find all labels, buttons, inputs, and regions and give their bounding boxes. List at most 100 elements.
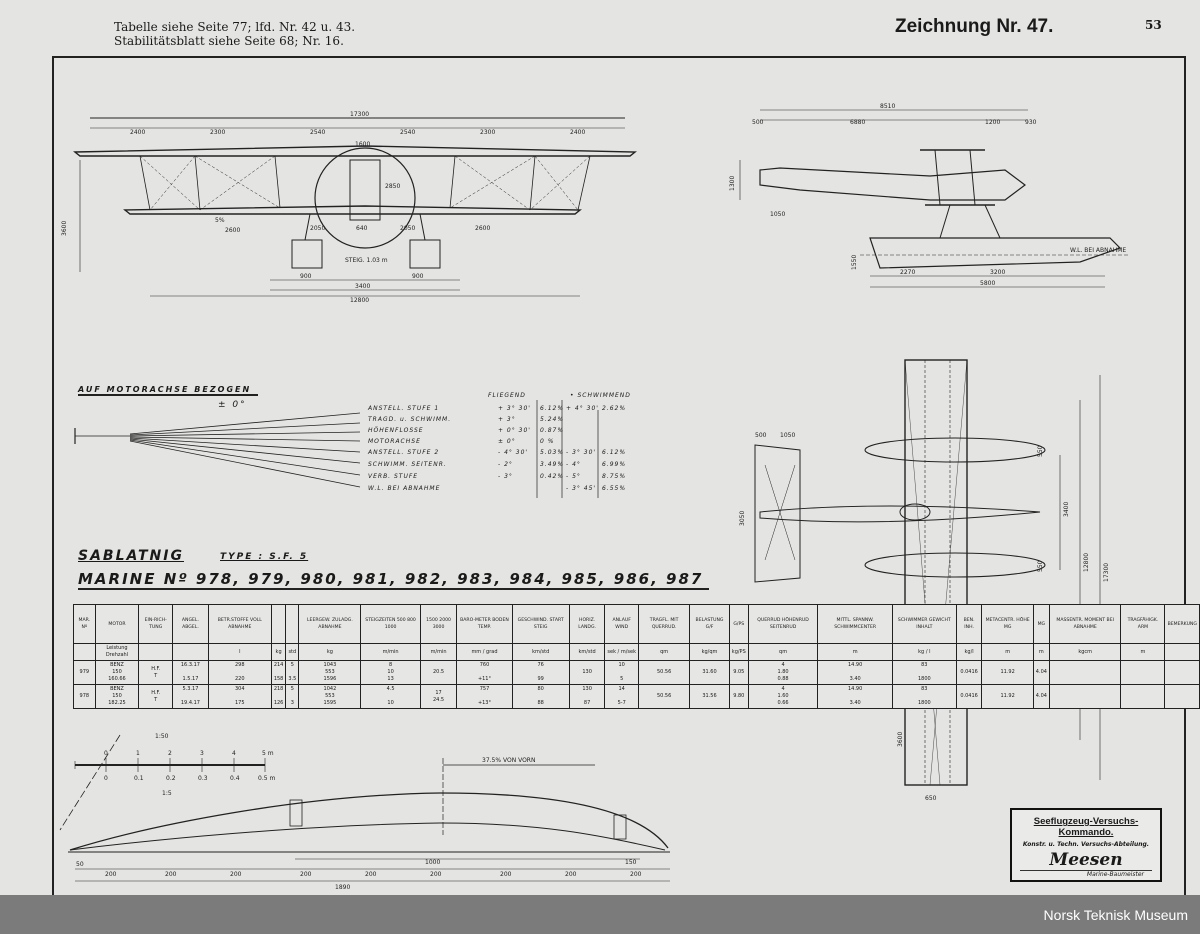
dim-label: 50 [76, 861, 84, 868]
table-cell: 76 99 [511, 660, 570, 685]
incidence-s-angle: - 5° [566, 473, 581, 480]
table-cell: 14.90 3.40 [817, 684, 893, 709]
dim-label: 12800 [350, 297, 369, 304]
table-cell: 9.80 [728, 684, 749, 709]
scale-tick: 0.4 [230, 775, 240, 782]
dim-label: 550 [1037, 445, 1044, 457]
scale-tick: 0.3 [198, 775, 208, 782]
table-cell: 50.56 [638, 660, 691, 685]
side-view: 8510 500 6880 1200 930 1300 1050 2270 32… [729, 103, 1130, 288]
table-cell: MITTL. SPANNW. SCHWIMMCENTER [817, 604, 893, 644]
table-cell: kgcm [1048, 643, 1122, 661]
table-cell [1120, 684, 1166, 709]
dim-label: 17300 [1103, 563, 1110, 582]
drawing-number: Zeichnung Nr. 47. [895, 16, 1054, 37]
table-cell: std [285, 643, 300, 661]
table-cell: 0.0416 [955, 660, 983, 685]
table-cell: 130 87 [568, 684, 606, 709]
incidence-label: TRAGD. u. SCHWIMM. [368, 416, 452, 423]
incidence-label: VERB. STUFE [368, 473, 419, 480]
dim-label: 2850 [385, 183, 400, 190]
table-cell: km/std [511, 643, 570, 661]
dim-label: 650 [925, 795, 937, 802]
table-cell: 214 158 [270, 660, 287, 685]
table-cell: 9.05 [728, 660, 749, 685]
incidence-label: ANSTELL. STUFE 2 [368, 449, 440, 456]
dim-label: 500 [755, 432, 767, 439]
table-cell: METACENTR. HÖHE MG [981, 604, 1034, 644]
scale-tick: 5 m [262, 750, 274, 757]
scale-tick: 0 [104, 775, 108, 782]
table-cell: 83 1800 [891, 684, 957, 709]
stamp-org: Seeflugzeug-Versuchs-Kommando. [1033, 816, 1139, 838]
table-cell: Leistung Drehzahl [94, 643, 140, 661]
dim-label: 2300 [210, 129, 225, 136]
incidence-f-pct: 3.49% [540, 461, 565, 468]
table-cell: GESCHWIND. START STEIG [511, 604, 570, 644]
table-cell [270, 604, 287, 644]
table-cell: m/min [360, 643, 421, 661]
table-cell: H.F. T [138, 660, 174, 685]
dim-label: 2050 [400, 225, 415, 232]
dim-label: STEIG. 1.03 m [345, 257, 388, 264]
front-view: 17300 2400 2300 2540 2540 2300 2400 1600… [61, 111, 637, 304]
table-cell: m [1032, 643, 1050, 661]
table-cell: 304 175 [207, 684, 272, 709]
table-cell: 20.5 [419, 660, 458, 685]
signature: Meesen [1049, 850, 1123, 870]
dim-label: 550 [1037, 560, 1044, 572]
dim-label: 2270 [900, 269, 915, 276]
table-cell: 4.04 [1032, 660, 1050, 685]
table-cell: 5 3.5 [285, 660, 300, 685]
dim-label: 8510 [880, 103, 895, 110]
incidence-label: W.L. BEI ABNAHME [368, 485, 441, 492]
table-cell: 757 +13° [456, 684, 513, 709]
table-cell: MAR. Nº [73, 604, 96, 644]
dim-label: 1050 [770, 211, 785, 218]
table-cell: 979 [73, 660, 96, 685]
scale-tick: 1 [136, 750, 140, 757]
incidence-s-pct: 6.55% [602, 485, 627, 492]
table-cell: BELASTUNG G/F [689, 604, 730, 644]
incidence-f-pct: 5.03% [540, 449, 565, 456]
dim-label: 2300 [480, 129, 495, 136]
table-cell: 4.04 [1032, 684, 1050, 709]
scale-tick: 4 [232, 750, 236, 757]
table-cell: 50.56 [638, 684, 691, 709]
table-cell: kg [298, 643, 362, 661]
table-cell: 17 24.5 [419, 684, 458, 709]
dim-label: 2540 [400, 129, 415, 136]
table-cell: STEIGZEITEN 500 800 1000 [360, 604, 421, 644]
drawing-frame [52, 56, 1186, 896]
table-cell: 14 5-7 [604, 684, 640, 709]
dim-label: 5800 [980, 280, 995, 287]
incidence-f-angle: - 4° 30' [498, 449, 529, 456]
table-cell: BARO-METER BODEN TEMP. [456, 604, 513, 644]
table-cell [172, 643, 209, 661]
table-cell: BETR.STOFFE VOLL ABNAHME [207, 604, 272, 644]
table-cell: sek / m/sek [604, 643, 640, 661]
incidence-f-pct: 0.42% [540, 473, 565, 480]
table-cell: ANLAUF WIND [604, 604, 640, 644]
dim-label: 2400 [130, 129, 145, 136]
marine-numbers: MARINE Nº 978, 979, 980, 981, 982, 983, … [78, 570, 710, 590]
scale-tick: 0 [104, 750, 108, 757]
table-cell: 11.92 [981, 684, 1034, 709]
table-cell [1164, 643, 1200, 661]
dim-label: 1200 [985, 119, 1000, 126]
table-cell: 31.56 [689, 684, 730, 709]
incidence-f-angle: ± 0° [498, 438, 516, 445]
table-cell: EIN-RICH-TUNG [138, 604, 174, 644]
table-cell: mm / grad [456, 643, 513, 661]
incidence-label: SCHWIMM. SEITENR. [368, 461, 447, 468]
dim-label: 2400 [570, 129, 585, 136]
incidence-s-pct: 8.75% [602, 473, 627, 480]
table-cell: 130 [568, 660, 606, 685]
table-cell [1164, 684, 1200, 709]
side-view-dimensions: 8510 500 6880 1200 930 1300 1050 2270 32… [729, 103, 1126, 287]
incidence-label: HÖHENFLOSSE [368, 427, 424, 434]
table-cell: TRAGFÄHIGK. ARM [1120, 604, 1166, 644]
table-cell: 31.60 [689, 660, 730, 685]
page-number: 53 [1145, 18, 1162, 32]
